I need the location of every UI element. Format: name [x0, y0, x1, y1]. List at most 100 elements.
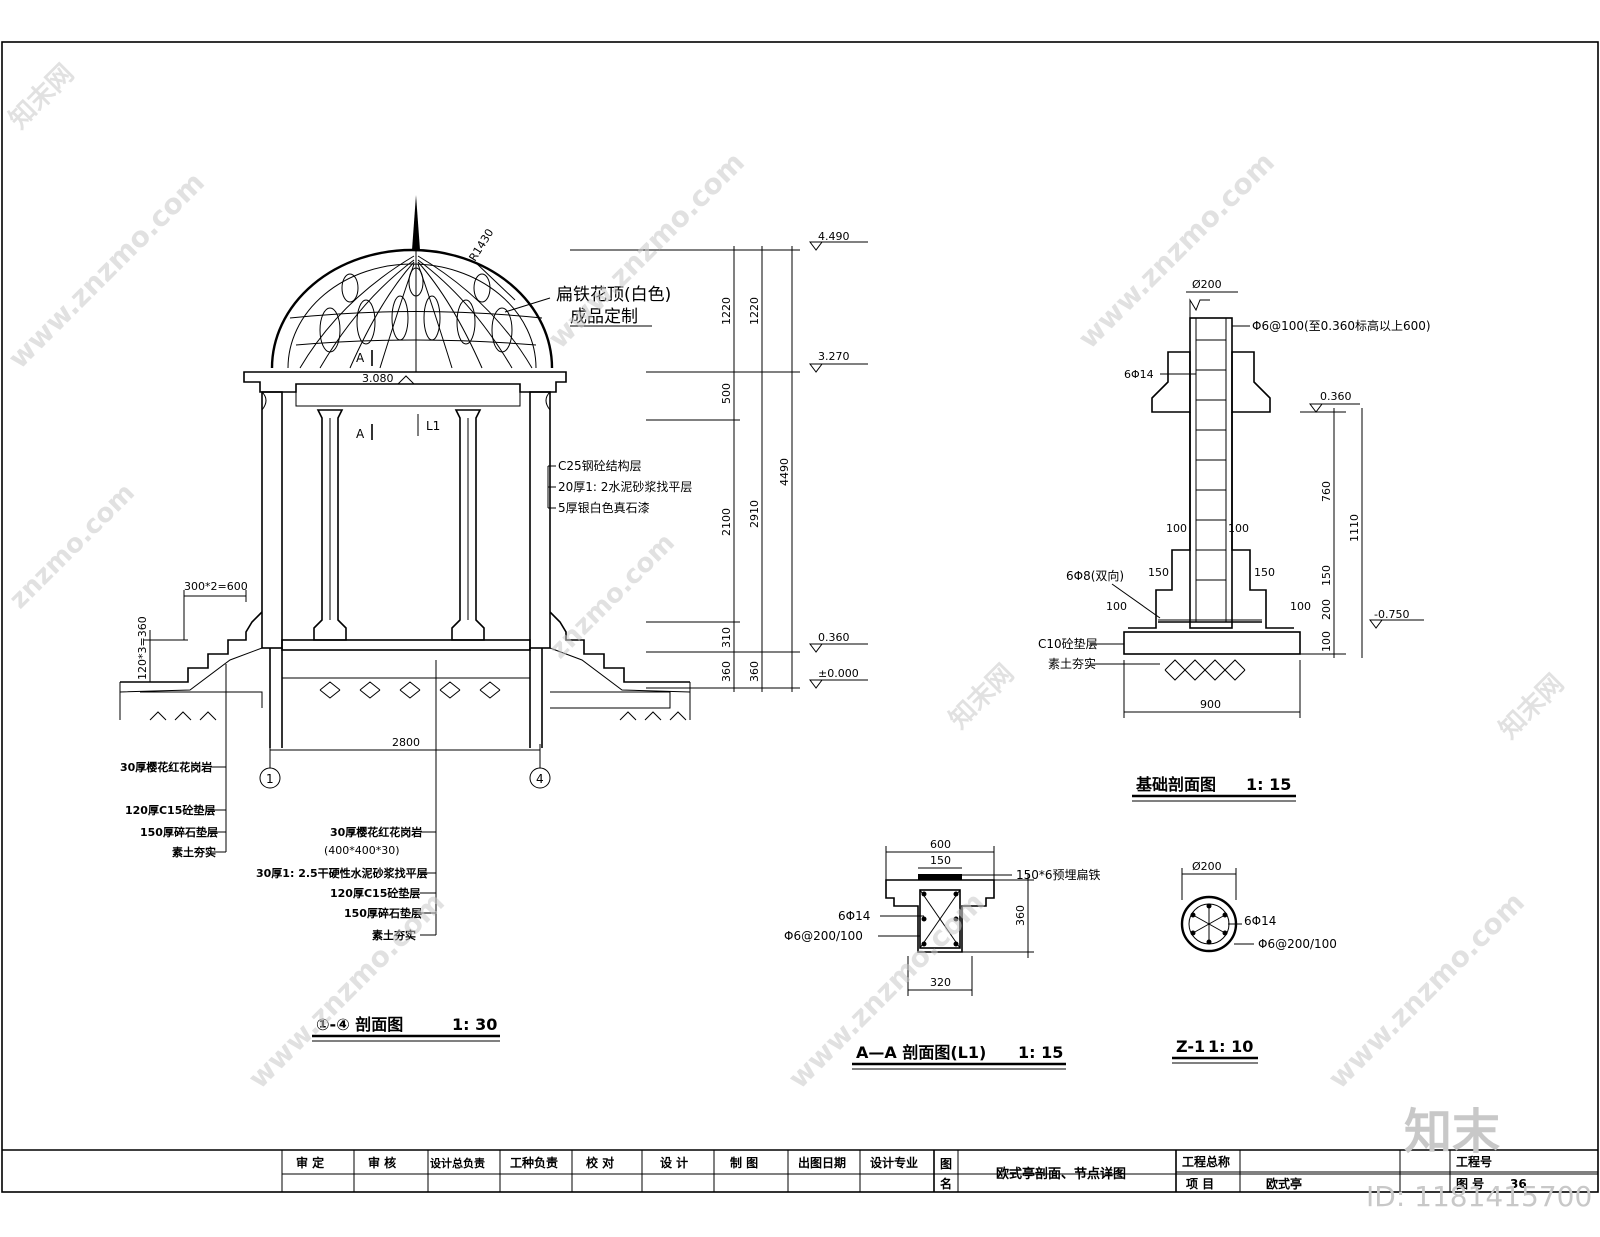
width-dimension: 2800 1 4	[259, 736, 551, 789]
brand-logo-text: 知末	[1404, 1104, 1500, 1160]
column-layer-1: C25钢砼结构层	[558, 458, 642, 473]
dim-inner-1220: 1220	[720, 297, 733, 325]
foundation-pad: C10砼垫层	[1038, 636, 1098, 651]
aa-w-mid: 150	[930, 854, 951, 867]
cut-label-a: A	[356, 427, 365, 441]
stair-v-dim: 120*3=360	[136, 616, 149, 680]
column-layer-3: 5厚银白色真石漆	[558, 500, 650, 515]
elev-3270: 3.270	[818, 350, 850, 363]
foundation-scale: 1: 15	[1246, 775, 1291, 794]
step-150-r: 150	[1254, 566, 1275, 579]
foundation-dim-760: 760	[1320, 481, 1333, 502]
foundation-dim-200: 200	[1320, 599, 1333, 620]
dome-note-1: 扁铁花顶(白色)	[556, 285, 671, 305]
tb-header-2: 审 核	[368, 1155, 396, 1170]
foundation-elev-bottom: -0.750	[1374, 608, 1409, 621]
tb-name-label-2: 名	[940, 1176, 952, 1191]
beam-label: L1	[426, 419, 440, 433]
aa-w-top: 600	[930, 838, 951, 851]
axis-4-bubble	[529, 767, 551, 789]
foundation-rebar-note: Φ6@100(至0.360标高以上600)	[1252, 318, 1431, 333]
vertical-dimensions: 1220 500 2100 310 360 1220 2910 360 4490…	[570, 230, 868, 692]
radius-label: R1430	[467, 226, 497, 263]
brand-id-text: ID: 1181415700	[1366, 1180, 1592, 1213]
step-100-rr: 100	[1290, 600, 1311, 613]
dim-mid-360: 360	[748, 661, 761, 682]
column-layer-2: 20厚1: 2水泥砂浆找平层	[558, 479, 692, 494]
tb-name-label-1: 图	[940, 1157, 952, 1171]
floor-layer-5: 素土夯实	[372, 928, 416, 942]
foundation-width: 900	[1200, 698, 1221, 711]
column-layer-notes: C25钢砼结构层 20厚1: 2水泥砂浆找平层 5厚银白色真石漆	[547, 458, 692, 515]
tb-header-4: 工种负责	[510, 1155, 558, 1170]
dim-inner-2100: 2100	[720, 508, 733, 536]
dim-mid-2910: 2910	[748, 500, 761, 528]
step-100-r: 100	[1228, 522, 1249, 535]
dim-inner-310: 310	[720, 627, 733, 648]
tb-project-label: 项 目	[1186, 1177, 1214, 1191]
floor-layer-notes: 30厚樱花红花岗岩 (400*400*30) 30厚1: 2.5干硬性水泥砂浆找…	[256, 660, 437, 942]
left-layer-notes: 30厚樱花红花岗岩 120厚C15砼垫层 150厚碎石垫层 素土夯实	[120, 664, 227, 859]
watermark-6: 知末网	[944, 659, 1020, 735]
axis-4: 4	[536, 772, 544, 786]
tb-project-total-label: 工程总称	[1182, 1154, 1230, 1169]
aa-height: 360	[1014, 905, 1027, 926]
right-stairs	[549, 611, 691, 721]
left-layer-2: 120厚C15砼垫层	[125, 803, 215, 817]
step-100-l: 100	[1166, 522, 1187, 535]
elev-dome: 3.080	[362, 372, 394, 385]
aa-title: A—A 剖面图(L1)	[856, 1043, 986, 1062]
axis-1: 1	[266, 772, 274, 786]
tb-header-7: 制 图	[730, 1155, 758, 1170]
tb-project-value: 欧式亭	[1266, 1176, 1302, 1191]
tb-sheet-no-value: 36	[1510, 1177, 1527, 1191]
z1-section: Ø200 6Φ14 Φ6@200/100 Z-1 1: 10	[1172, 860, 1337, 1064]
left-layer-1: 30厚樱花红花岗岩	[120, 760, 212, 774]
stair-dimensions: 300*2=600 120*3=360	[136, 580, 248, 683]
elev-4490: 4.490	[818, 230, 850, 243]
floor-layer-1: 30厚樱花红花岗岩	[330, 825, 422, 839]
foundation-elev-top: 0.360	[1320, 390, 1352, 403]
brand-logo: 知末 ID: 1181415700	[1366, 1104, 1592, 1213]
elev-0000: ±0.000	[818, 667, 859, 680]
dome-note-2: 成品定制	[570, 307, 638, 327]
step-150-l: 150	[1148, 566, 1169, 579]
left-layer-4: 素土夯实	[172, 845, 216, 859]
aa-section: 600 150 150*6预埋扁铁 6Φ14 Φ6@200/100 360 32…	[784, 838, 1101, 1070]
z1-dia: Ø200	[1192, 860, 1222, 873]
cut-label-a-top: A	[356, 351, 365, 365]
dome: R1430	[270, 195, 554, 372]
tb-drawing-name: 欧式亭剖面、节点详图	[996, 1166, 1126, 1182]
dim-mid-1220: 1220	[748, 297, 761, 325]
floor-slab	[281, 639, 531, 699]
tb-header-6: 设 计	[660, 1155, 688, 1170]
watermark-4: znzmo.com	[4, 478, 141, 615]
aa-stirrup: Φ6@200/100	[784, 929, 863, 943]
watermark-1: www.znzmo.com	[2, 166, 211, 375]
watermark-11: 知末网	[4, 59, 80, 135]
tb-header-9: 设计专业	[870, 1155, 918, 1170]
foundation-bars: 6Φ14	[1124, 368, 1154, 381]
dim-inner-360: 360	[720, 661, 733, 682]
foundation-mesh: 6Φ8(双向)	[1066, 568, 1124, 583]
axis-1-bubble	[259, 767, 281, 789]
stair-h-dim: 300*2=600	[184, 580, 248, 593]
main-section: R1430 扁铁花顶(白色) 成品定制 3.080	[119, 195, 868, 1042]
tb-header-8: 出图日期	[798, 1155, 846, 1170]
tb-header-3: 设计总负责	[430, 1156, 485, 1170]
foundation-section: Ø200 Φ6@100(至0.360标高以上600) 6Φ14 100 100 …	[1038, 278, 1431, 802]
aa-w-bottom: 320	[930, 976, 951, 989]
foundation-dia: Ø200	[1192, 278, 1222, 291]
floor-layer-4: 150厚碎石垫层	[344, 906, 422, 920]
title-block: 审 定 审 核 设计总负责 工种负责 校 对 设 计 制 图 出图日期 设计专业…	[2, 1149, 1598, 1192]
watermark-7: 知末网	[1494, 669, 1570, 745]
elev-0360: 0.360	[818, 631, 850, 644]
main-section-title: ①-④ 剖面图	[316, 1015, 403, 1034]
aa-embed: 150*6预埋扁铁	[1016, 868, 1101, 882]
dim-total-4490: 4490	[778, 458, 791, 486]
left-layer-3: 150厚碎石垫层	[140, 825, 218, 839]
foundation-dim-150: 150	[1320, 565, 1333, 586]
foundation-dim-1110: 1110	[1348, 514, 1361, 542]
sheet-border	[1, 41, 1599, 1193]
